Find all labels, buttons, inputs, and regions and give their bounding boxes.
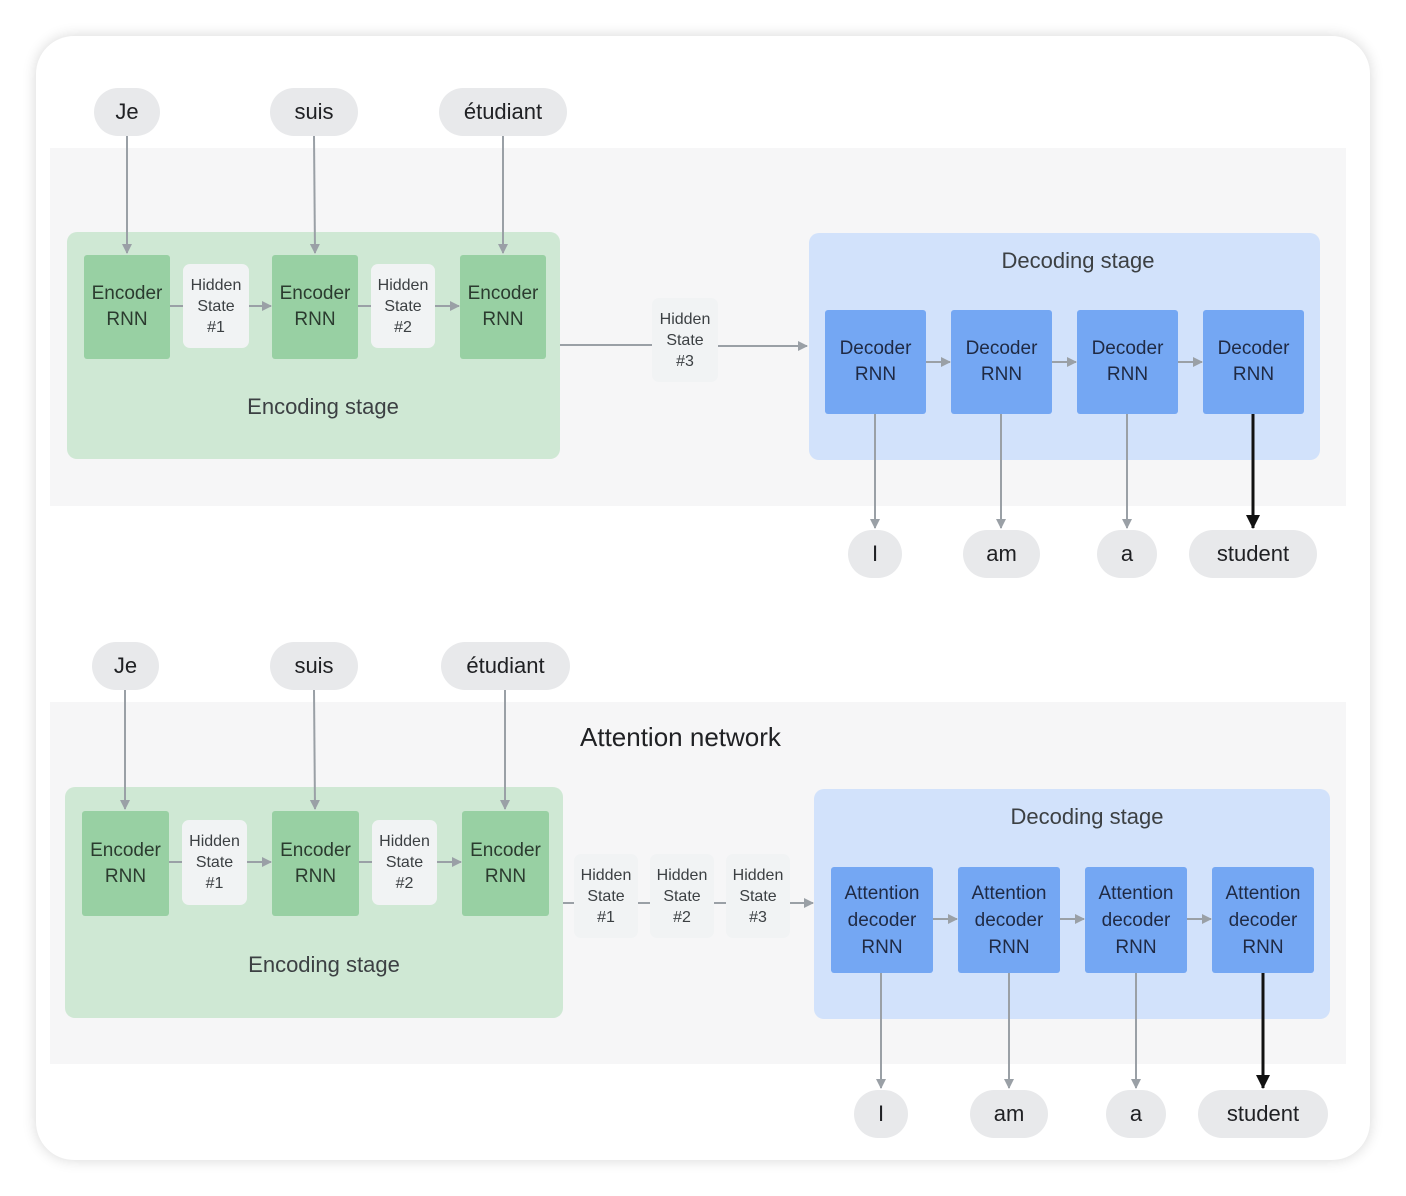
top-decoder-rnn-4: Decoder RNN (1203, 310, 1304, 414)
bottom-hidden-state-2: Hidden State #2 (372, 820, 437, 905)
top-input-suis: suis (270, 88, 358, 136)
top-input-etudiant: étudiant (439, 88, 567, 136)
top-context-hidden-state-3: Hidden State #3 (652, 298, 718, 382)
bottom-encoder-rnn-3: Encoder RNN (462, 811, 549, 916)
bottom-input-etudiant: étudiant (441, 642, 570, 690)
top-encoder-rnn-3: Encoder RNN (460, 255, 546, 359)
top-encoder-rnn-1: Encoder RNN (84, 255, 170, 359)
top-input-je: Je (94, 88, 160, 136)
top-encoder-rnn-2: Encoder RNN (272, 255, 358, 359)
top-decoder-rnn-1: Decoder RNN (825, 310, 926, 414)
bottom-context-hidden-state-1: Hidden State #1 (574, 854, 638, 938)
bottom-output-am: am (970, 1090, 1048, 1138)
bottom-context-hidden-state-3: Hidden State #3 (726, 854, 790, 938)
bottom-output-i: I (854, 1090, 908, 1138)
top-hidden-state-2: Hidden State #2 (371, 264, 435, 348)
bottom-decoding-stage-label: Decoding stage (1010, 804, 1164, 829)
top-decoder-rnn-2: Decoder RNN (951, 310, 1052, 414)
top-encoding-stage-label: Encoding stage (247, 394, 399, 419)
top-output-a: a (1097, 530, 1157, 578)
top-output-i: I (848, 530, 902, 578)
top-decoding-stage-label: Decoding stage (1001, 248, 1155, 273)
bottom-output-a: a (1106, 1090, 1166, 1138)
bottom-hidden-state-1: Hidden State #1 (182, 820, 247, 905)
attention-network-label: Attention network (580, 722, 781, 752)
top-decoder-rnn-3: Decoder RNN (1077, 310, 1178, 414)
bottom-output-student: student (1198, 1090, 1328, 1138)
bottom-input-suis: suis (270, 642, 358, 690)
bottom-attention-decoder-rnn-2: Attention decoder RNN (958, 867, 1060, 973)
top-output-student: student (1189, 530, 1317, 578)
top-arrow-suis-to-encoder (309, 135, 320, 254)
bottom-encoder-rnn-1: Encoder RNN (82, 811, 169, 916)
bottom-attention-decoder-rnn-1: Attention decoder RNN (831, 867, 933, 973)
bottom-context-hidden-state-2: Hidden State #2 (650, 854, 714, 938)
bottom-encoder-rnn-2: Encoder RNN (272, 811, 359, 916)
top-hidden-state-1: Hidden State #1 (183, 264, 249, 348)
bottom-attention-decoder-rnn-4: Attention decoder RNN (1212, 867, 1314, 973)
top-output-am: am (963, 530, 1040, 578)
bottom-input-je: Je (92, 642, 159, 690)
bottom-encoding-stage-label: Encoding stage (248, 952, 400, 977)
bottom-attention-decoder-rnn-3: Attention decoder RNN (1085, 867, 1187, 973)
bottom-arrow-suis-to-encoder (309, 689, 320, 810)
